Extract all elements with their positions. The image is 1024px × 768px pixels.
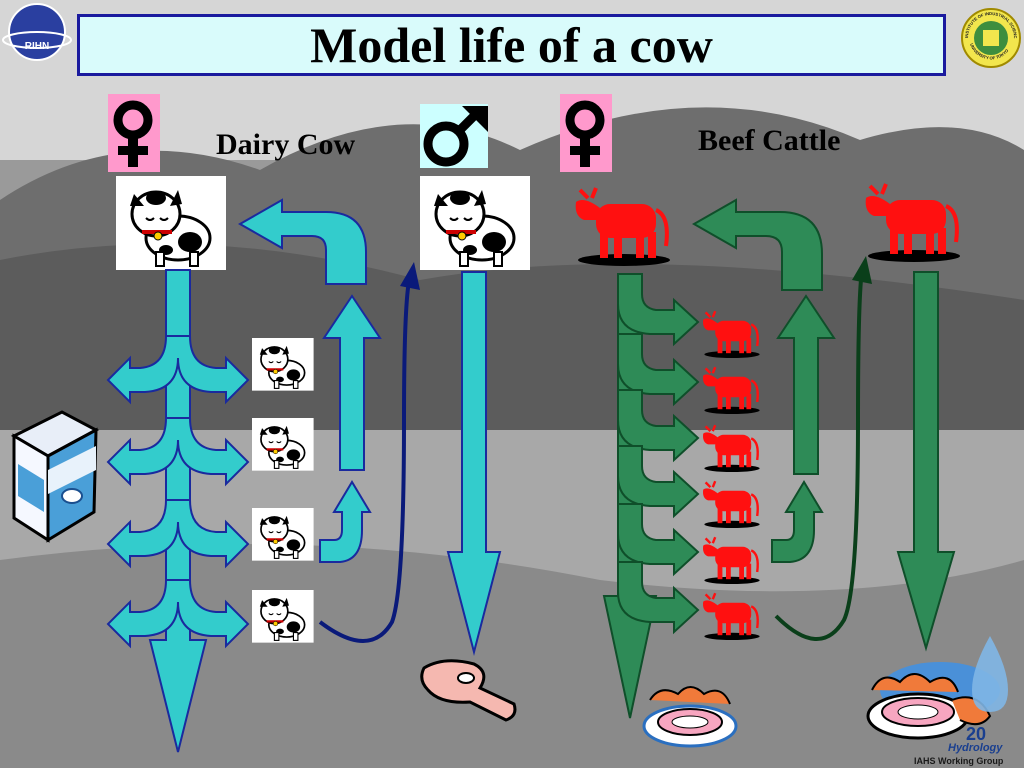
page-title: Model life of a cow <box>310 17 713 73</box>
beef-up-arrow <box>776 294 836 475</box>
university-seal-logo: INSTITUTE OF INDUSTRIAL SCIENCE UNIVERSI… <box>960 0 1021 68</box>
footer-number: 20 <box>966 724 987 744</box>
beef-bull-down-arrow <box>896 271 956 652</box>
beef-bull-cow-icon <box>863 182 962 264</box>
beef-curve-head <box>852 256 872 284</box>
dairy-cow-label: Dairy Cow <box>216 128 356 161</box>
male-down-arrow <box>446 271 502 656</box>
meat-plate-icon <box>642 686 738 748</box>
beef-calf-icon <box>701 310 761 360</box>
rihn-logo: RIHN <box>2 3 72 61</box>
beef-bull-calf-curve <box>774 269 864 641</box>
dairy-small-up-arrow <box>319 480 372 563</box>
footer-group: IAHS Working Group <box>914 756 1004 766</box>
beef-calf-icon <box>701 536 761 586</box>
dairy-calf-icon <box>252 338 314 391</box>
dairy-curve-head <box>400 262 420 290</box>
beef-return-arrow <box>691 198 823 291</box>
meat-plate-icon <box>866 662 1000 740</box>
dairy-up-arrow <box>322 294 382 471</box>
beef-small-up-arrow <box>771 480 824 563</box>
male-icon <box>423 106 488 167</box>
dairy-return-arrow <box>237 198 367 285</box>
dairy-calf-icon <box>252 418 314 471</box>
title-box: Model life of a cow <box>77 14 946 76</box>
rihn-logo-text: RIHN <box>25 41 49 52</box>
beef-cattle-label: Beef Cattle <box>698 124 841 157</box>
steak-icon <box>420 659 517 722</box>
water-drop-icon <box>972 636 1008 712</box>
milk-carton-icon <box>10 410 100 543</box>
dairy-calf-icon <box>252 508 314 561</box>
beef-calf-icon <box>701 424 761 474</box>
beef-calf-icon <box>701 592 761 642</box>
dairy-male-calf-curve <box>318 275 412 643</box>
footer-word: Hydrology <box>948 742 1003 754</box>
beef-calf-icon <box>701 366 761 416</box>
beef-calf-icon <box>701 480 761 530</box>
dairy-calf-icon <box>252 590 314 643</box>
beef-mother-cow-icon <box>573 186 672 268</box>
